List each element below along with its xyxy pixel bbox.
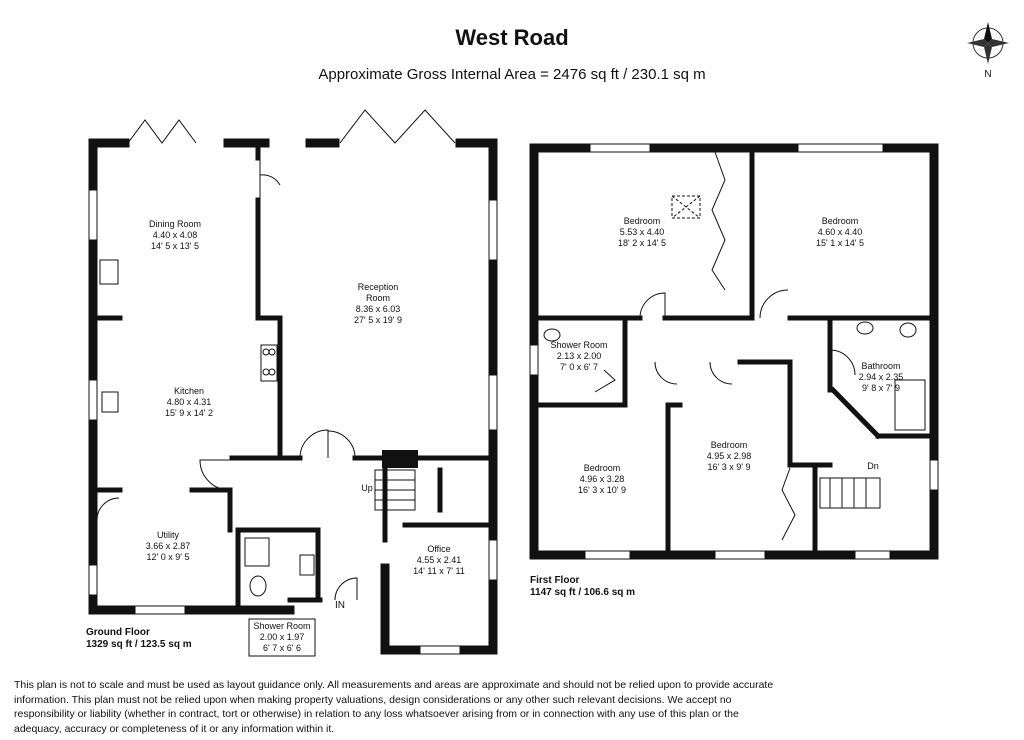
stair-down-label: Dn xyxy=(867,461,879,471)
ground-floor-windows xyxy=(88,189,498,655)
room-name: Bedroom xyxy=(584,463,621,473)
stair-up-label: Up xyxy=(361,483,373,493)
ground-floor-label: Ground Floor xyxy=(86,627,150,638)
room-name: Bedroom xyxy=(711,440,748,450)
room-name: Office xyxy=(427,544,450,554)
first-floor-plan xyxy=(529,143,939,560)
room-imperial: 6' 7 x 6' 6 xyxy=(263,643,301,653)
room-name: Shower Room xyxy=(550,340,607,350)
room-name: Reception xyxy=(358,282,399,292)
room-imperial: 7' 0 x 6' 7 xyxy=(560,362,598,372)
room-name: Bedroom xyxy=(822,216,859,226)
room-metric: 4.96 x 3.28 xyxy=(580,474,625,484)
ground-floor-internal-walls xyxy=(94,140,496,608)
room-imperial: 16' 3 x 10' 9 xyxy=(578,485,626,495)
room-imperial: 15' 9 x 14' 2 xyxy=(165,408,213,418)
plan-title: West Road xyxy=(455,25,569,50)
compass-north-label: N xyxy=(984,69,991,80)
room-metric: 5.53 x 4.40 xyxy=(620,227,665,237)
room-metric: 4.40 x 4.08 xyxy=(153,230,198,240)
room-metric: 4.55 x 2.41 xyxy=(417,555,462,565)
room-imperial: 12' 0 x 9' 5 xyxy=(147,552,190,562)
room-imperial: 14' 5 x 13' 5 xyxy=(151,241,199,251)
ground-floor-doors xyxy=(96,158,358,601)
room-name-line2: Room xyxy=(366,293,390,303)
gross-area-subtitle: Approximate Gross Internal Area = 2476 s… xyxy=(318,66,706,83)
ground-floor-area: 1329 sq ft / 123.5 sq m xyxy=(86,639,192,650)
first-floor-label: First Floor xyxy=(530,575,580,586)
first-floor-labels: Bedroom 5.53 x 4.40 18' 2 x 14' 5 Bedroo… xyxy=(550,216,903,495)
first-floor-windows xyxy=(529,143,939,560)
ground-floor-caption: Ground Floor 1329 sq ft / 123.5 sq m xyxy=(86,627,192,651)
first-floor-internal-walls xyxy=(535,147,933,553)
first-floor-caption: First Floor 1147 sq ft / 106.6 sq m xyxy=(530,575,635,599)
ground-floor-plan xyxy=(88,109,498,655)
ground-floor-labels: Dining Room 4.40 x 4.08 14' 5 x 13' 5 Ki… xyxy=(146,219,465,611)
room-imperial: 9' 8 x 7' 9 xyxy=(862,383,900,393)
room-imperial: 16' 3 x 9' 9 xyxy=(708,462,751,472)
first-floor-doors xyxy=(594,151,856,541)
room-name: Utility xyxy=(157,530,179,540)
room-imperial: 15' 1 x 14' 5 xyxy=(816,238,864,248)
first-floor-area: 1147 sq ft / 106.6 sq m xyxy=(530,587,636,598)
room-metric: 3.66 x 2.87 xyxy=(146,541,191,551)
room-metric: 4.60 x 4.40 xyxy=(818,227,863,237)
room-imperial: 27' 5 x 19' 9 xyxy=(354,315,402,325)
room-metric: 2.13 x 2.00 xyxy=(557,351,602,361)
room-name: Kitchen xyxy=(174,386,204,396)
room-metric: 8.36 x 6.03 xyxy=(356,304,401,314)
compass-icon: N xyxy=(967,22,1009,80)
ground-shower-room-callout: Shower Room 2.00 x 1.97 6' 7 x 6' 6 xyxy=(248,618,316,657)
room-name: Bathroom xyxy=(861,361,900,371)
room-metric: 2.00 x 1.97 xyxy=(260,632,305,642)
room-imperial: 18' 2 x 14' 5 xyxy=(618,238,666,248)
disclaimer-text: This plan is not to scale and must be us… xyxy=(14,679,774,735)
room-imperial: 14' 11 x 7' 11 xyxy=(413,566,465,576)
room-metric: 4.80 x 4.31 xyxy=(167,397,212,407)
entrance-label: IN xyxy=(335,600,345,611)
room-name: Bedroom xyxy=(624,216,661,226)
room-name: Shower Room xyxy=(253,621,310,631)
room-name: Dining Room xyxy=(149,219,201,229)
room-metric: 2.94 x 2.35 xyxy=(859,372,904,382)
room-metric: 4.95 x 2.98 xyxy=(707,451,752,461)
